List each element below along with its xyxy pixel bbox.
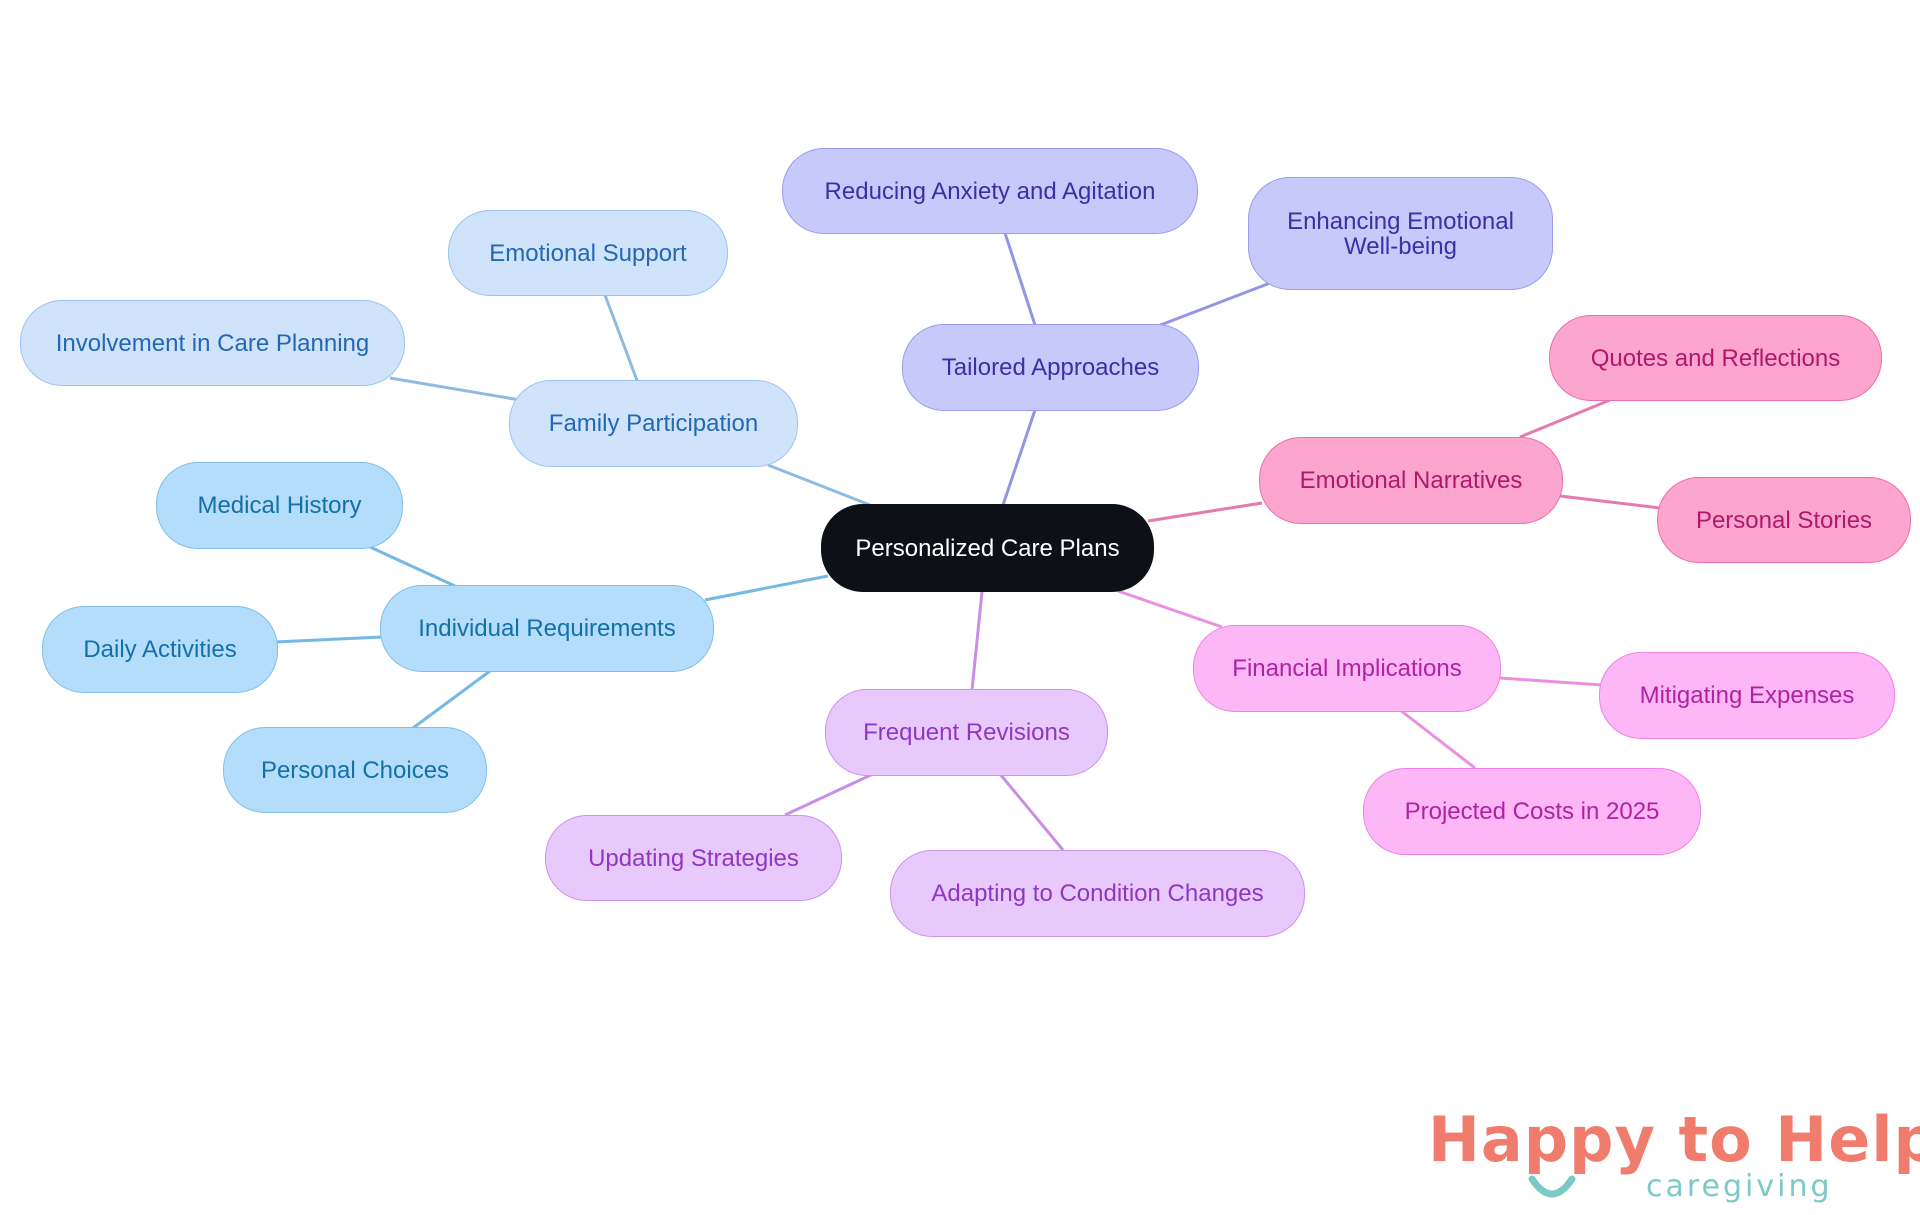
node-personal-choices-label: Personal Choices [260, 756, 450, 784]
node-individual-requirements[interactable]: Individual Requirements [380, 585, 714, 672]
edge-emotional-stories [1559, 494, 1661, 510]
node-reducing-anxiety-label: Reducing Anxiety and Agitation [824, 177, 1156, 205]
node-personal-choices[interactable]: Personal Choices [223, 727, 487, 813]
node-quotes-reflections-label: Quotes and Reflections [1590, 344, 1841, 372]
node-tailored-approaches-label: Tailored Approaches [941, 354, 1160, 381]
node-adapting-condition-changes[interactable]: Adapting to Condition Changes [890, 850, 1305, 937]
node-daily-activities[interactable]: Daily Activities [42, 606, 278, 693]
node-enhancing-wellbeing[interactable]: Enhancing Emotional Well-being [1248, 177, 1553, 290]
edge-individual-personal-choices [412, 669, 491, 730]
edge-financial-mitigating [1499, 676, 1603, 687]
node-updating-strategies[interactable]: Updating Strategies [545, 815, 842, 901]
edge-root-family [767, 463, 871, 507]
node-frequent-revisions-label: Frequent Revisions [863, 719, 1070, 746]
edge-individual-medical [369, 545, 456, 588]
edge-tailored-enhancing [1157, 281, 1271, 328]
edge-revisions-updating [784, 772, 874, 817]
edge-family-emotional-support [603, 294, 640, 384]
root-node[interactable]: Personalized Care Plans [821, 504, 1154, 592]
node-financial-implications[interactable]: Financial Implications [1193, 625, 1501, 712]
smile-icon [1528, 1175, 1576, 1198]
edge-family-involvement [389, 376, 521, 402]
edge-individual-daily [274, 635, 383, 644]
edge-root-emotional [1147, 501, 1263, 523]
edge-root-financial [1117, 589, 1223, 629]
node-emotional-support-label: Emotional Support [489, 239, 687, 267]
node-emotional-narratives[interactable]: Emotional Narratives [1259, 437, 1563, 524]
node-quotes-reflections[interactable]: Quotes and Reflections [1549, 315, 1882, 401]
node-personal-stories[interactable]: Personal Stories [1657, 477, 1911, 563]
node-family-participation-label: Family Participation [548, 410, 759, 437]
node-frequent-revisions[interactable]: Frequent Revisions [825, 689, 1108, 776]
node-medical-history-label: Medical History [197, 492, 362, 519]
edge-root-individual [704, 574, 829, 602]
edge-emotional-quotes [1519, 398, 1611, 439]
node-projected-costs-label: Projected Costs in 2025 [1404, 798, 1660, 825]
node-reducing-anxiety[interactable]: Reducing Anxiety and Agitation [782, 148, 1198, 234]
node-daily-activities-label: Daily Activities [83, 636, 237, 663]
node-tailored-approaches[interactable]: Tailored Approaches [902, 324, 1199, 411]
edge-root-revisions [970, 591, 984, 691]
logo-subtitle: caregiving [1646, 1169, 1833, 1204]
logo-title: Happy to Help [1428, 1103, 1920, 1176]
node-medical-history[interactable]: Medical History [156, 462, 403, 549]
node-emotional-narratives-label: Emotional Narratives [1299, 467, 1523, 494]
brand-logo: Happy to Help caregiving [1420, 1105, 1920, 1205]
node-involvement-care-planning-label: Involvement in Care Planning [55, 329, 370, 357]
node-personal-stories-label: Personal Stories [1695, 506, 1873, 534]
node-financial-implications-label: Financial Implications [1232, 655, 1462, 682]
node-adapting-condition-changes-label: Adapting to Condition Changes [931, 880, 1264, 907]
node-enhancing-wellbeing-label: Enhancing Emotional Well-being [1287, 207, 1514, 260]
edge-revisions-adapting [998, 773, 1065, 851]
node-projected-costs[interactable]: Projected Costs in 2025 [1363, 768, 1701, 855]
node-individual-requirements-label: Individual Requirements [418, 615, 676, 642]
node-family-participation[interactable]: Family Participation [509, 380, 798, 467]
node-mitigating-expenses-label: Mitigating Expenses [1639, 682, 1855, 709]
edge-root-tailored [1001, 409, 1037, 506]
node-emotional-support[interactable]: Emotional Support [448, 210, 728, 296]
root-node-label: Personalized Care Plans [855, 534, 1120, 562]
node-updating-strategies-label: Updating Strategies [588, 844, 799, 872]
edge-financial-projected [1399, 708, 1476, 770]
edge-tailored-reducing [1003, 232, 1037, 326]
node-mitigating-expenses[interactable]: Mitigating Expenses [1599, 652, 1895, 739]
node-involvement-care-planning[interactable]: Involvement in Care Planning [20, 300, 405, 386]
